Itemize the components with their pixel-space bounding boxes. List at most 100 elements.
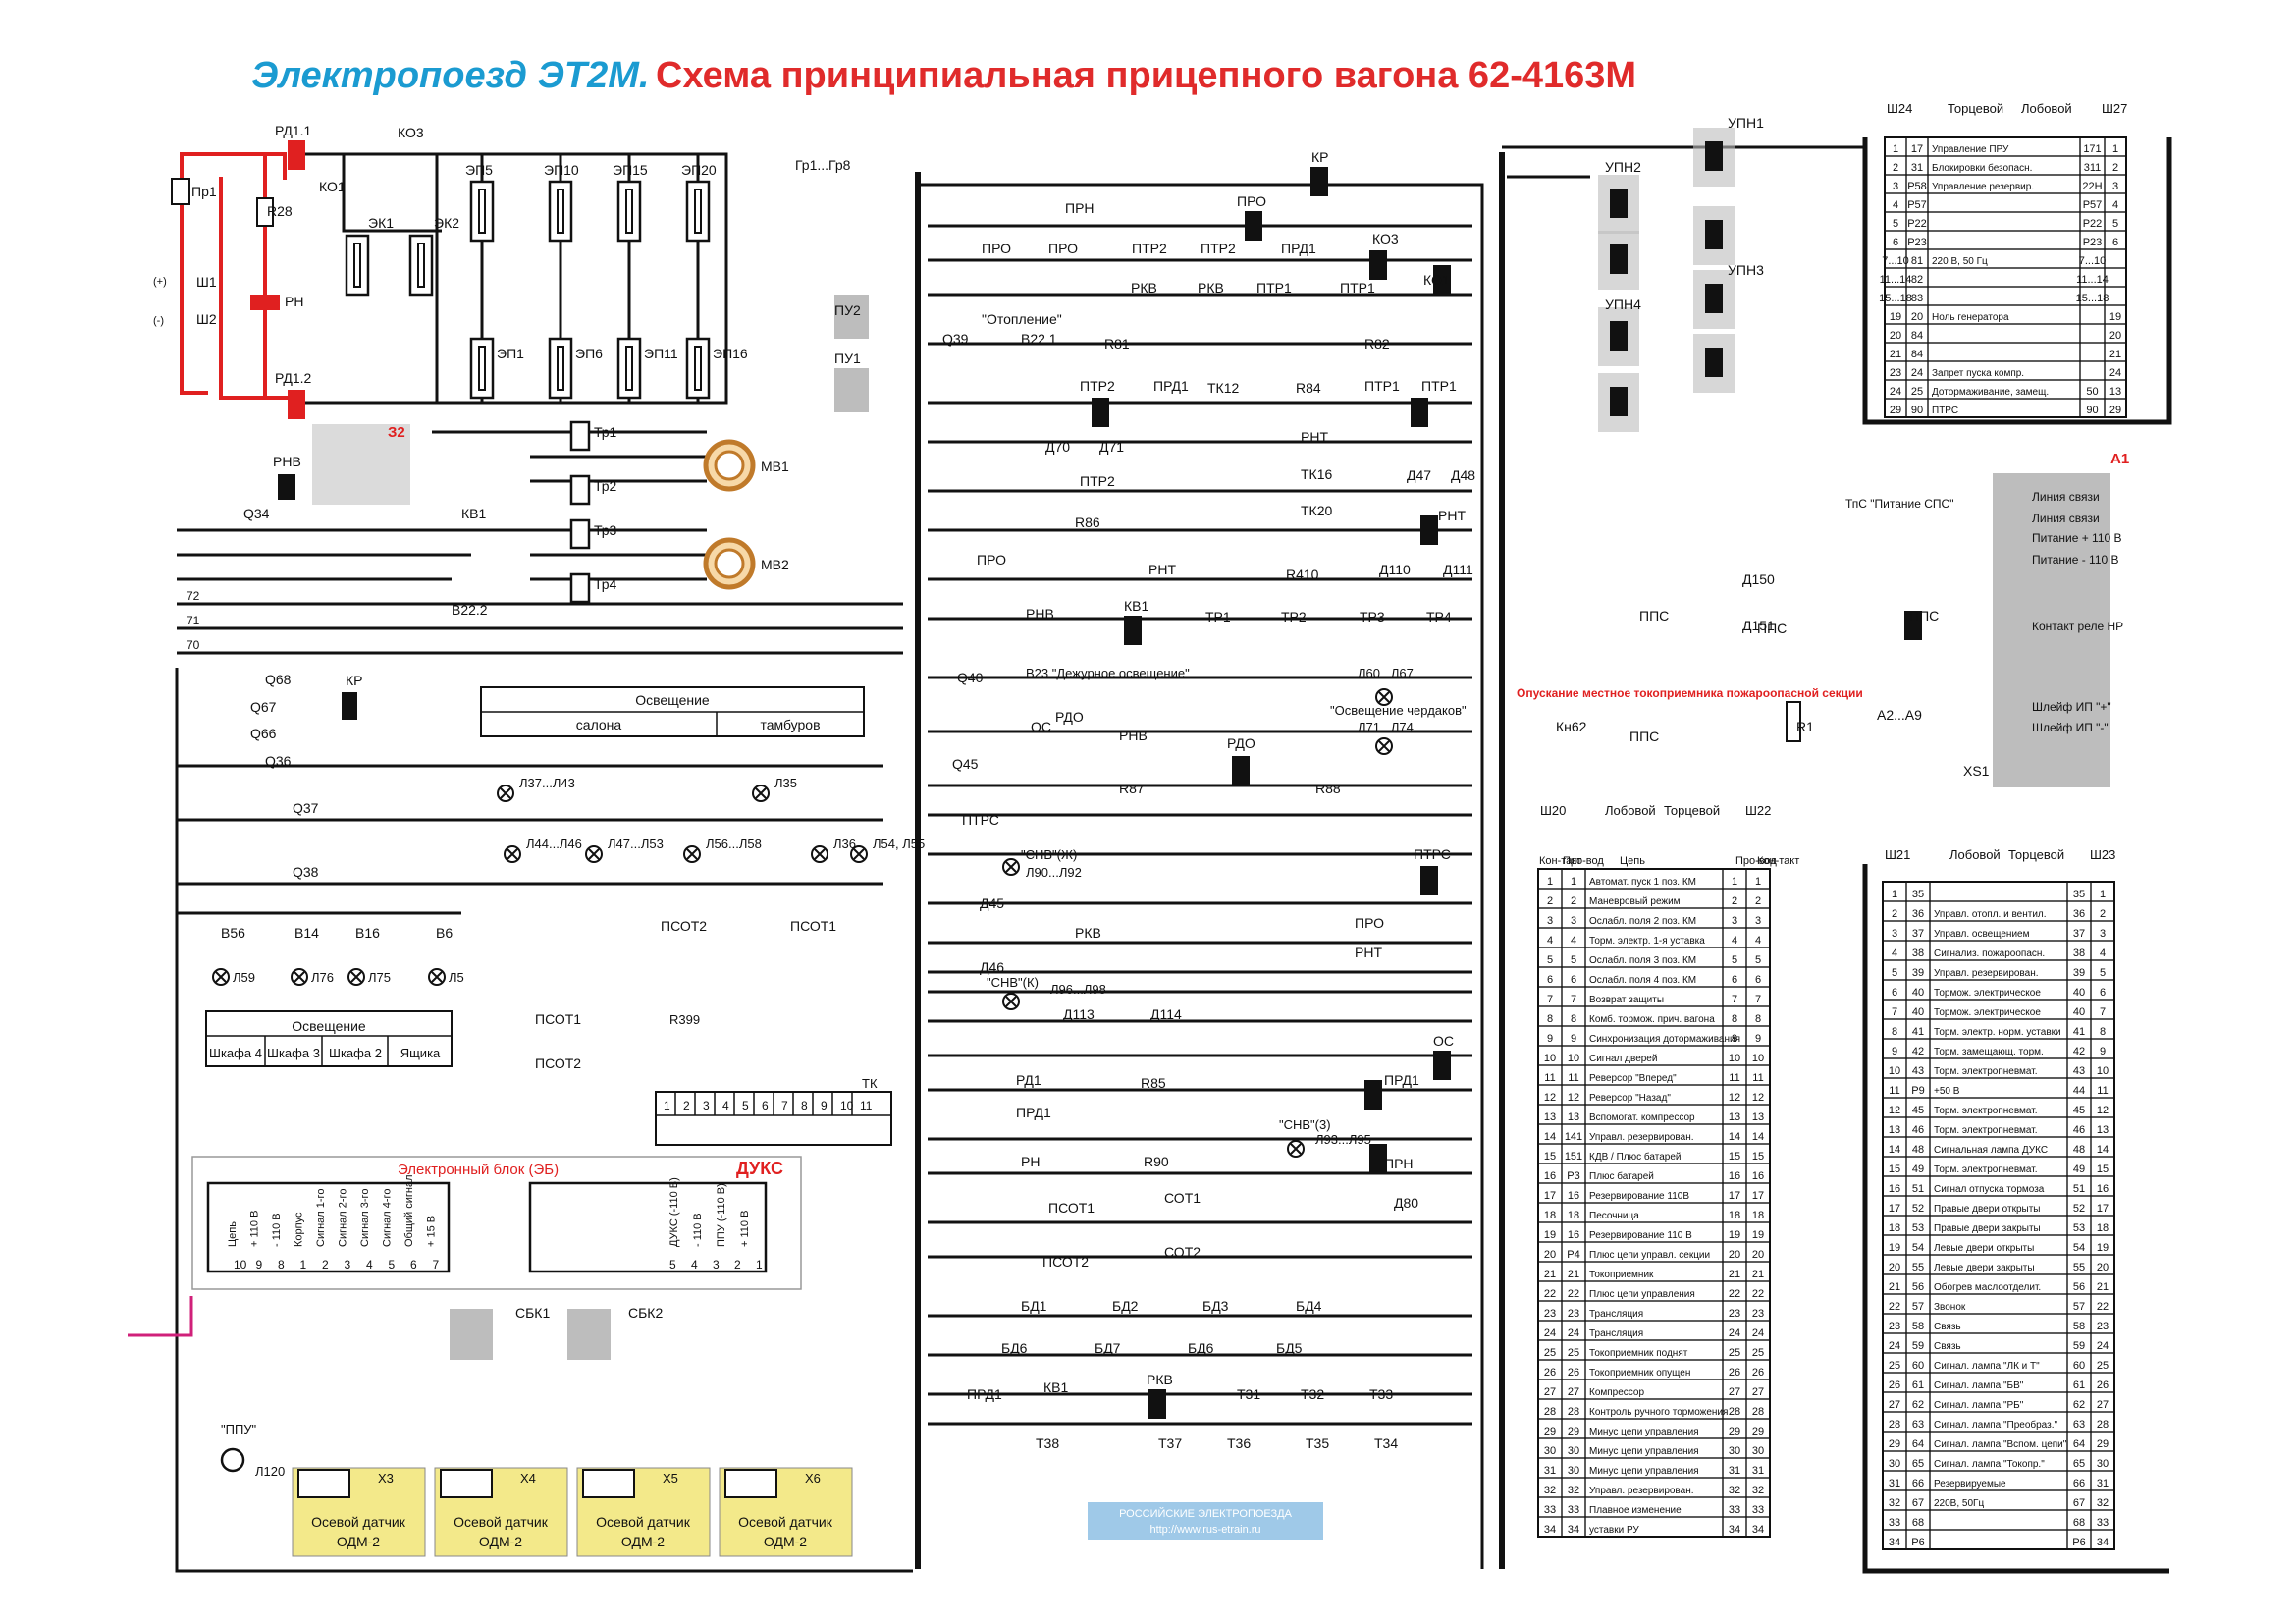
table-cell-text: 23 (1544, 1308, 1556, 1320)
label-l120: Л120 (255, 1464, 285, 1479)
table-cell-text: 38 (2073, 947, 2085, 959)
table-cell-text: 25 (1752, 1347, 1764, 1359)
table-cell-text: Плавное изменение (1589, 1505, 1682, 1516)
table-cell-text: Связь (1934, 1322, 1961, 1332)
label-l71: Л71...Л74 (1358, 720, 1414, 734)
label-r82: R82 (1364, 336, 1390, 352)
table-cell-text: 32 (1752, 1485, 1764, 1496)
table-cell-text: 11 (1568, 1072, 1578, 1084)
label-t34: Т34 (1374, 1435, 1398, 1451)
table-cell-text: 30 (1568, 1445, 1579, 1457)
table-cell-text: 14 (1889, 1144, 1900, 1156)
table-cell-text: 13 (1752, 1111, 1764, 1123)
table-cell-text: 16 (2097, 1183, 2109, 1195)
table-cell-text: 9 (1571, 1033, 1576, 1045)
label-pps-c: ППС (1909, 608, 1939, 623)
table-cell-text: 64 (2073, 1438, 2085, 1450)
table-cell-text: Резервирование 110В (1589, 1191, 1689, 1202)
label-r1: R1 (1796, 719, 1814, 734)
rkv-coil (1148, 1389, 1166, 1419)
label-ek1: ЭК1 (368, 215, 394, 231)
table-cell-text: 171 (2083, 143, 2101, 155)
ep5-heater-core (478, 189, 486, 234)
ptrs-coil (1420, 866, 1438, 895)
table-cell-text: 53 (1912, 1222, 1924, 1234)
table-cell-text: 37 (2073, 928, 2085, 940)
l47-lamp-cross (588, 848, 600, 860)
label-v14: В14 (294, 925, 319, 941)
label-r81: R81 (1104, 336, 1130, 352)
table-cell-text: 24 (1568, 1327, 1579, 1339)
label-pu1: ПУ1 (834, 351, 861, 366)
sensor-type: ОДМ-2 (621, 1534, 665, 1549)
table-cell-text: 27 (1752, 1386, 1764, 1398)
table-cell-text: 16 (1889, 1183, 1900, 1195)
table-cell-text: 27 (1889, 1399, 1900, 1411)
prn-coil (1369, 1144, 1387, 1173)
label-eb: Электронный блок (ЭБ) (398, 1162, 559, 1178)
label-gr: Гр1...Гр8 (795, 157, 851, 173)
table-cell-text: Токоприемник (1589, 1270, 1654, 1280)
table-cell-text: 31 (2097, 1478, 2109, 1489)
label-q34: Q34 (243, 506, 270, 521)
table-cell-text: 15...18 (1879, 293, 1912, 304)
table-bus-b (1862, 864, 2169, 1574)
table-cell-text: 68 (2073, 1517, 2085, 1529)
table-cell-text: 24 (1752, 1327, 1764, 1339)
table-cell-text: 4 (1893, 199, 1898, 211)
table-cell-text: 67 (2073, 1497, 2085, 1509)
table-cell-text: 18 (1544, 1210, 1556, 1221)
table-cell-text: 29 (1752, 1426, 1764, 1437)
table-head-left: Ш24 (1887, 101, 1912, 116)
table-cell-text: Автомат. пуск 1 поз. КМ (1589, 877, 1696, 888)
label-upn1: УПН1 (1728, 115, 1764, 131)
label-q40: Q40 (957, 670, 984, 685)
table-cell-text: 19 (1889, 1242, 1900, 1254)
label-ep11: ЭП11 (644, 346, 678, 361)
table-cell-text: 45 (1912, 1105, 1924, 1116)
label-duks: ДУКС (736, 1159, 783, 1178)
table-cell-text: 29 (1889, 1438, 1900, 1450)
table-cell-text: Ослабл. поля 3 поз. КМ (1589, 954, 1696, 966)
table-cell (1745, 1516, 1771, 1538)
table-cell-text: 36 (2073, 908, 2085, 920)
label-tps: ТпС "Питание СПС" (1845, 497, 1953, 511)
table-head-left: Ш21 (1885, 847, 1910, 862)
label-sot2: СОТ2 (1164, 1244, 1201, 1260)
eb-header: + 15 В (426, 1216, 438, 1247)
label-kv1: КВ1 (461, 506, 486, 521)
table-cell-text: 38 (1912, 947, 1924, 959)
table-cell-text: 33 (1568, 1504, 1579, 1516)
table-cell-text: 8 (1571, 1013, 1576, 1025)
table-cell-text: 40 (2073, 1006, 2085, 1018)
table-cell-text: 12 (2097, 1105, 2109, 1116)
tr3-switch (569, 518, 591, 550)
table-cell-text: 29 (1729, 1426, 1740, 1437)
sensor-x: X5 (663, 1471, 678, 1486)
table-cell-text: 20 (1890, 330, 1901, 342)
l60-lamp-cross (1378, 691, 1390, 703)
table-cell-text: уставки РУ (1589, 1525, 1639, 1536)
table-cell-text: 49 (1912, 1164, 1924, 1175)
table-cell-text: Сигнал. лампа "Вспом. цепи" (1934, 1439, 2067, 1450)
label-rd1: РД1 (1016, 1072, 1041, 1088)
table-cell-text: Сигнал. лампа "Преобраз." (1934, 1419, 2057, 1431)
table-cell-text: Сигнал дверей (1589, 1054, 1657, 1064)
table-cell-text: 22 (2097, 1301, 2109, 1313)
label-q67: Q67 (250, 699, 277, 715)
eb-pin: 3 (345, 1258, 351, 1272)
table-cell-text: Ослабл. поля 2 поз. КМ (1589, 915, 1696, 927)
table-cell-text: Р4 (1567, 1249, 1579, 1261)
label-ep6: ЭП6 (575, 346, 603, 361)
table-cell-text: Резервируемые (1934, 1479, 2006, 1489)
table-cell-text: 21 (1568, 1269, 1579, 1280)
l54-lamp-cross (853, 848, 865, 860)
table-cell-text: 55 (2073, 1262, 2085, 1273)
bus-label: 70 (187, 638, 200, 652)
table-cell-text: 27 (1544, 1386, 1556, 1398)
table-cell-text: Токоприемник поднят (1589, 1348, 1688, 1359)
table-cell-text: 6 (1755, 974, 1761, 986)
table-cell-text: 30 (1729, 1445, 1740, 1457)
eb-header: Общий сигнал (403, 1174, 415, 1247)
